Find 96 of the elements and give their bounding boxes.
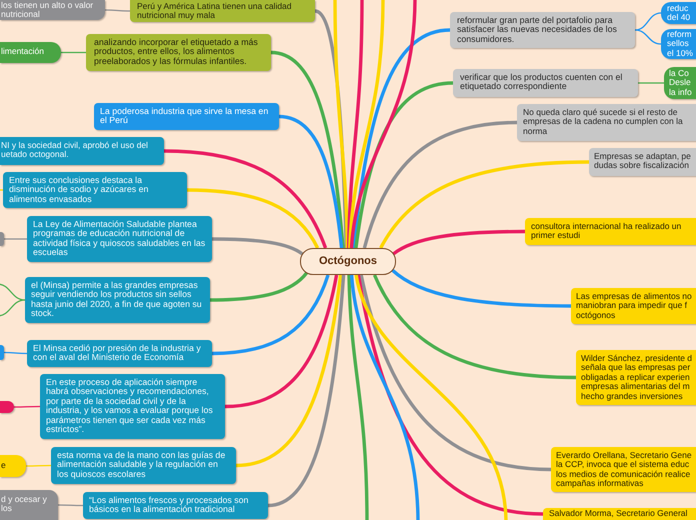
topic-text: verificar que los productos cuenten con el etiquetado correspondiente [460,73,624,92]
branch-line [350,274,420,520]
branch-line [186,188,320,249]
branch-line [314,9,348,248]
topic-box [525,218,696,245]
branch-line [212,274,330,356]
branch-line [210,272,308,302]
branch-line [360,274,552,472]
topic-text: La poderosa industria que sirve la mesa en el Perú [100,107,270,126]
topic-text: esta norma va de la mano con las guías de alimentación saludable y la regulación en los quioscos escolares [57,451,226,480]
branch-line [268,274,346,508]
topic-box [0,455,26,477]
topic-text: Everardo Orellana, Secretario Gene la CCP, invoca que el sistema educ los medios de comunicación realice campañas informativas [556,451,693,489]
topic-text: Perú y América Latina tienen una calidad nutricional muy mala [137,2,293,21]
branch-line [356,274,544,516]
topic-title: Octógonos [318,255,378,268]
topic-box [0,345,4,360]
topic-text: La Ley de Alimentación Saludable plantea programas de educación nutricional de actividad física y quioscos saludables en las escuelas [33,220,206,258]
topic-box [453,69,638,97]
topic-box [0,0,105,20]
topic-box [27,340,212,367]
topic-box [3,172,187,208]
topic-box [661,2,696,24]
branch-line [348,0,385,248]
topic-text: limentación [1,47,45,56]
topic-text: reduc del 40 [667,4,692,23]
connector-line [634,12,662,31]
branch-line [354,81,454,248]
topic-text: “Los alimentos frescos y procesados son básicos en la alimentación tradicional [89,496,250,515]
branch-line [379,160,590,249]
topic-text: NI y la sociedad civil, aprobó el uso del uetado octogonal. [1,141,149,160]
connector-line [638,82,664,84]
branch-line [164,149,328,249]
connector-line [58,504,83,506]
topic-box [83,492,268,519]
topic-box [571,288,696,324]
branch-line [347,274,369,520]
topic-box [86,34,271,71]
branch-line [352,28,450,248]
branch-line [212,237,304,256]
topic-text: Wilder Sánchez, presidente d señala que las empresas per obligadas a replicar experien empresas alimentarias del m hecho grandes inversiones [581,354,694,402]
branch-line [347,0,364,248]
topic-text: reform sellos el 10% [667,30,694,58]
topic-box [130,0,315,22]
connector-line [0,299,26,317]
branch-line [362,120,518,248]
topic-box [661,29,696,59]
topic-box [589,148,696,176]
branch-line [354,274,508,520]
topic-text: d y ocesar y los [1,495,48,514]
connector-line [634,29,662,45]
connector-line [14,406,40,408]
topic-text: e [1,461,7,470]
topic-box [0,137,164,165]
connector-line [26,464,51,467]
topic-box [450,12,635,48]
topic-box [0,401,14,413]
topic-box [0,490,58,520]
topic-text: consultora internacional ha realizado un primer estudi [531,222,682,241]
topic-box [94,103,279,130]
topic-box [664,67,696,99]
topic-text: El Minsa cedió por presión de la industria y con el aval del Ministerio de Economía [33,344,202,363]
branch-line [333,0,350,248]
topic-text: analizando incorporar el etiquetado a más productos, entre ellos, los alimentos preelaborados y las fórmulas infantiles. [94,38,259,66]
topic-text: los tienen un alto o valor nutricional [1,1,94,20]
connector-line [0,283,26,301]
topic-text: Entre sus conclusiones destaca la disminución de sodio y azúcares en alimentos envasados [9,176,150,204]
topic-text: la Co Desle la info [669,69,693,98]
topic-text: el (Minsa) permite a las grandes empresas seguir vendiendo los productos sin sellos hasta junio del 2020, a fin de que agoten su stock. [31,281,203,319]
branch-line [224,274,338,408]
topic-box [0,232,4,246]
topic-box [27,216,212,262]
topic-box [40,374,225,439]
topic-box [0,42,61,63]
topic-box [25,277,210,323]
branch-line [392,269,572,308]
connector-line [61,52,86,54]
topic-box [51,447,236,484]
branch-line [278,114,344,248]
branch-line [373,274,576,380]
connector-line [4,238,27,240]
connector-line [105,9,130,12]
branch-line [350,0,417,248]
topic-text: Las empresas de alimentos no maniobran para impedir que f octógonos [576,292,693,320]
topic-text: Empresas se adaptan, pe dudas sobre fiscalización [594,152,692,171]
topic-text: reformular gran parte del portafolio para satisfacer las nuevas necesidades de los consumidores. [457,16,618,44]
topic-text: No queda claro qué sucede si el resto de empresas de la cadena no cumplen con la norma [523,108,684,136]
topic-text: Salvador Morma, Secretario General [549,509,688,518]
topic-box [517,104,696,141]
branch-line [392,230,526,256]
topic-box [543,508,696,520]
topic-text: En este proceso de aplicación siempre habrá observaciones y recomendaciones, por parte de la sociedad civil y de la industria, y los vamos a evaluar porque los parámetros tienen que ser cada vez más estrictos”. [46,378,214,434]
branch-line [270,50,345,248]
central-topic [300,248,396,275]
branch-line [236,274,342,468]
connector-line [4,352,27,354]
